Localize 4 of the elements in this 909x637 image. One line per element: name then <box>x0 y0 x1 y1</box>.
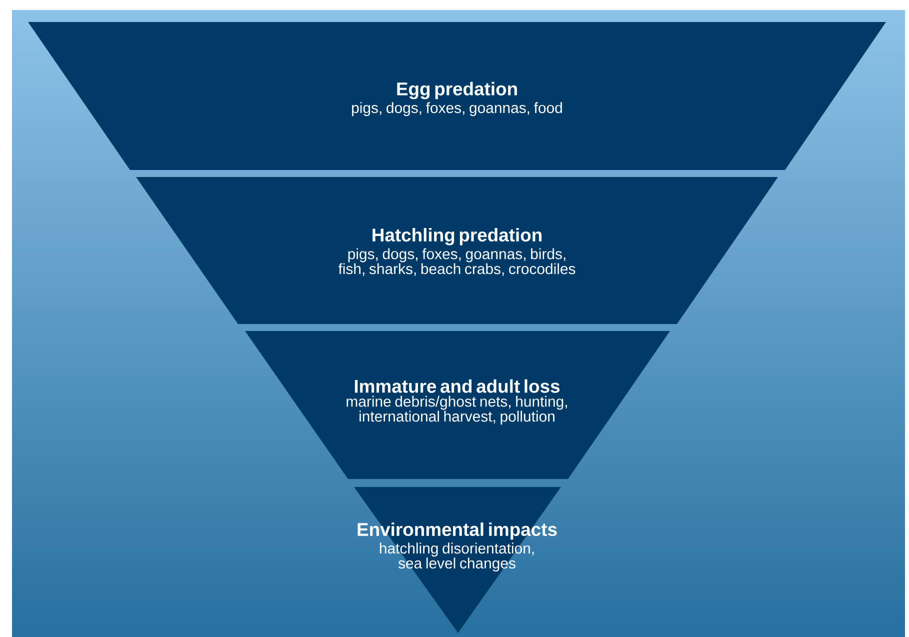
trapezoid-band: Environmental impacts hatchling disorientation, sea level changes <box>354 487 561 633</box>
trapezoid-band: Egg predation pigs, dogs, foxes, goannas, food <box>28 22 886 170</box>
trapezoid-band: Hatchling predation pigs, dogs, foxes, goannas, birds, fish, sharks, beach crabs, crocodiles <box>136 177 778 324</box>
trapezoid-band: Immature and adult loss marine debris/ghost nets, hunting, international harvest, pollution <box>245 331 670 479</box>
